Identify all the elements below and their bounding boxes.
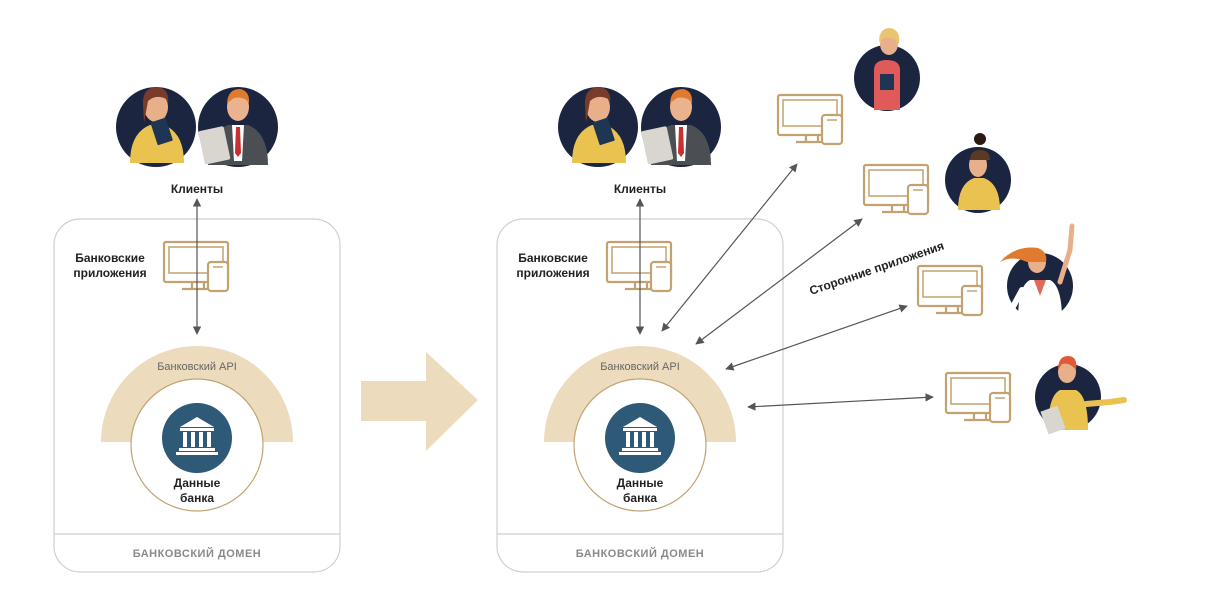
third-party-arrow-4 xyxy=(747,393,934,411)
left-clients-label: Клиенты xyxy=(171,182,223,196)
left-data-label-line1: Данные xyxy=(174,476,221,490)
right-api-label: Банковский API xyxy=(600,361,680,373)
right-clients-label: Клиенты xyxy=(614,182,666,196)
right-data-label-line2: банка xyxy=(623,491,657,505)
right-domain-label: БАНКОВСКИЙ ДОМЕН xyxy=(576,547,705,560)
third-party-arrow-3 xyxy=(725,304,908,371)
third-party-user-1 xyxy=(854,28,920,111)
left-apps-label-line1: Банковские xyxy=(75,251,145,265)
right-apps-label-line1: Банковские xyxy=(518,251,588,265)
left-api-label: Банковский API xyxy=(157,361,237,373)
third-party-device-icon-2 xyxy=(862,163,930,216)
third-party-arrow-2 xyxy=(695,218,863,345)
transition-arrow xyxy=(361,352,478,451)
third-party-user-3 xyxy=(999,223,1075,333)
third-party-device-icon-1 xyxy=(776,93,844,146)
third-party-user-2 xyxy=(945,133,1011,213)
third-party-user-4 xyxy=(1035,356,1127,435)
right-apps-label-line2: приложения xyxy=(516,266,589,280)
third-party-device-icon-4 xyxy=(944,371,1012,424)
right-data-label-line1: Данные xyxy=(617,476,664,490)
third-party-device-icon-3 xyxy=(916,264,984,317)
left-bank-icon-bg xyxy=(162,403,232,473)
right-clients-illustration xyxy=(558,87,721,167)
left-data-label-line2: банка xyxy=(180,491,214,505)
right-bank-icon-bg xyxy=(605,403,675,473)
left-domain-label: БАНКОВСКИЙ ДОМЕН xyxy=(133,547,262,560)
left-apps-label-line2: приложения xyxy=(73,266,146,280)
left-clients-illustration xyxy=(116,87,278,167)
